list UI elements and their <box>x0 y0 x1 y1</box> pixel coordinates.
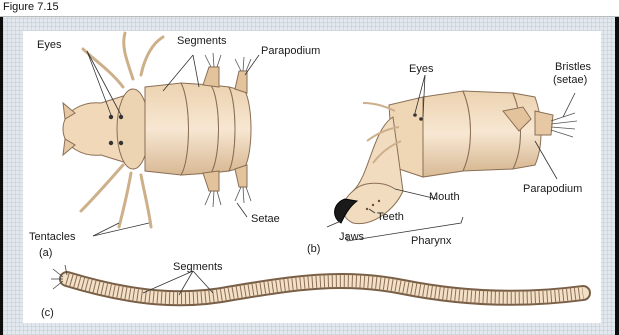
panel-a-letter: (a) <box>39 247 52 259</box>
panel-a-setae-label: Setae <box>251 213 280 225</box>
panel-b-worm <box>335 91 577 224</box>
panel-b-parapodium-label: Parapodium <box>523 183 582 195</box>
panel-a-eyes-label: Eyes <box>37 39 61 51</box>
panel-b-pharynx <box>343 117 403 224</box>
figure-title: Figure 7.15 <box>3 1 59 13</box>
panel-a-tentacles-label: Tentacles <box>29 231 75 243</box>
annelid-illustration <box>23 31 601 323</box>
panel-b-bristles-label: Bristles <box>555 61 591 73</box>
panel-b-letter: (b) <box>307 243 320 255</box>
panel-b-eyes-label: Eyes <box>409 63 433 75</box>
panel-a-segments-label: Segments <box>177 35 227 47</box>
panel-b-jaws-label: Jaws <box>339 231 364 243</box>
illustration-card: Eyes Segments Parapodium Tentacles Setae… <box>23 31 601 323</box>
panel-b-mouth-label: Mouth <box>429 191 460 203</box>
panel-b-bristles-sub-label: (setae) <box>553 74 587 86</box>
panel-c-worm <box>51 265 583 298</box>
panel-a-parapodium-label: Parapodium <box>261 45 320 57</box>
panel-c-segments-label: Segments <box>173 261 223 273</box>
panel-b-teeth-label: Teeth <box>377 211 404 223</box>
panel-c-letter: (c) <box>41 307 54 319</box>
figure-header: Figure 7.15 <box>0 0 619 17</box>
figure-panel: Eyes Segments Parapodium Tentacles Setae… <box>3 17 615 335</box>
panel-b-pharynx-label: Pharynx <box>411 235 451 247</box>
